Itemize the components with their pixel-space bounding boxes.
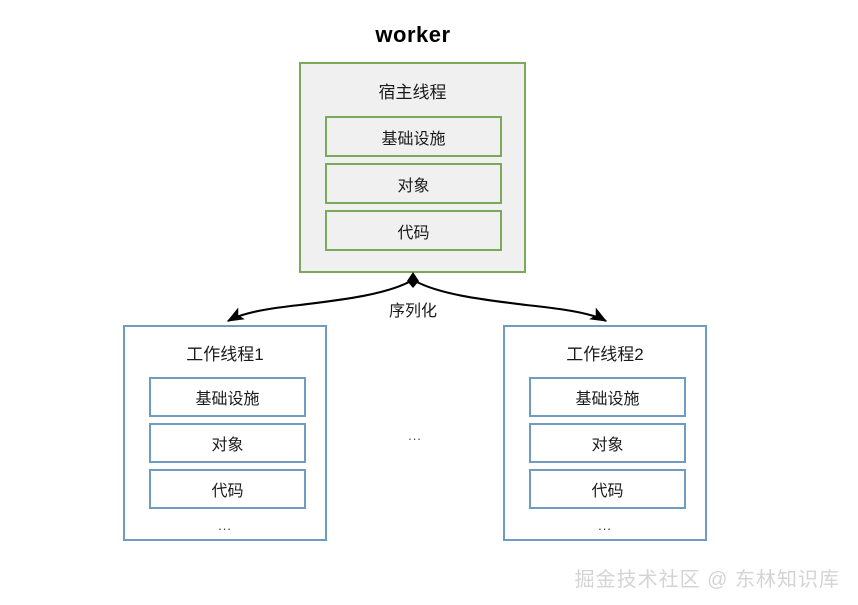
between-workers-ellipsis: ... xyxy=(408,428,422,443)
worker-thread-2-box: 工作线程2 基础设施 对象 代码 ... xyxy=(503,325,707,541)
worker-2-slot-infrastructure: 基础设施 xyxy=(529,377,686,417)
serialize-label: 序列化 xyxy=(388,303,437,320)
worker-thread-2-title: 工作线程2 xyxy=(566,345,644,364)
worker-2-slot-code: 代码 xyxy=(529,469,686,509)
worker-2-slot-object: 对象 xyxy=(529,423,686,463)
worker-1-slot-object: 对象 xyxy=(149,423,306,463)
host-thread-title: 宿主线程 xyxy=(378,83,447,102)
worker-1-slot-code: 代码 xyxy=(149,469,306,509)
host-thread-box: 宿主线程 基础设施 对象 代码 xyxy=(299,62,526,273)
worker-thread-1-title: 工作线程1 xyxy=(186,345,264,364)
host-slot-infrastructure: 基础设施 xyxy=(325,116,502,157)
worker-2-more-ellipsis: ... xyxy=(598,518,612,533)
worker-1-slot-infrastructure: 基础设施 xyxy=(149,377,306,417)
host-slot-object: 对象 xyxy=(325,163,502,204)
diagram-title: worker xyxy=(375,22,451,47)
host-slot-code: 代码 xyxy=(325,210,502,251)
worker-thread-1-box: 工作线程1 基础设施 对象 代码 ... xyxy=(123,325,327,541)
arrow-junction-knot xyxy=(407,272,419,288)
watermark: 掘金技术社区 @ 东林知识库 xyxy=(574,569,840,591)
worker-1-more-ellipsis: ... xyxy=(218,518,232,533)
